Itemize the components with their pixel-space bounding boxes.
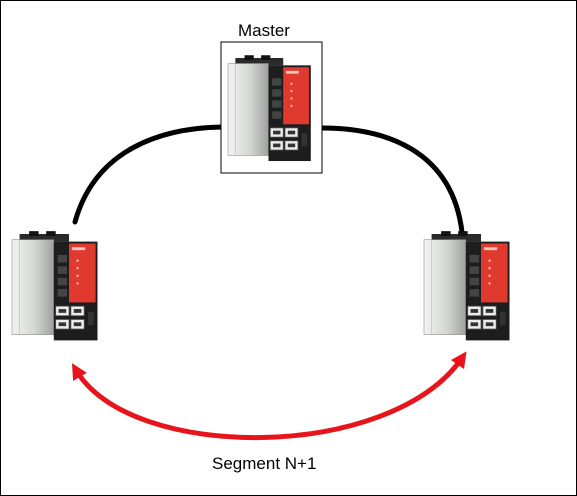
master-switch-icon (227, 54, 312, 162)
right-switch-icon (423, 230, 510, 341)
ring-connection (72, 124, 225, 225)
master-label: Master (238, 21, 290, 40)
left-switch-icon (11, 230, 98, 341)
ring-connection (319, 125, 465, 235)
segment-arrow (71, 351, 467, 441)
segment-label: Segment N+1 (212, 454, 317, 473)
